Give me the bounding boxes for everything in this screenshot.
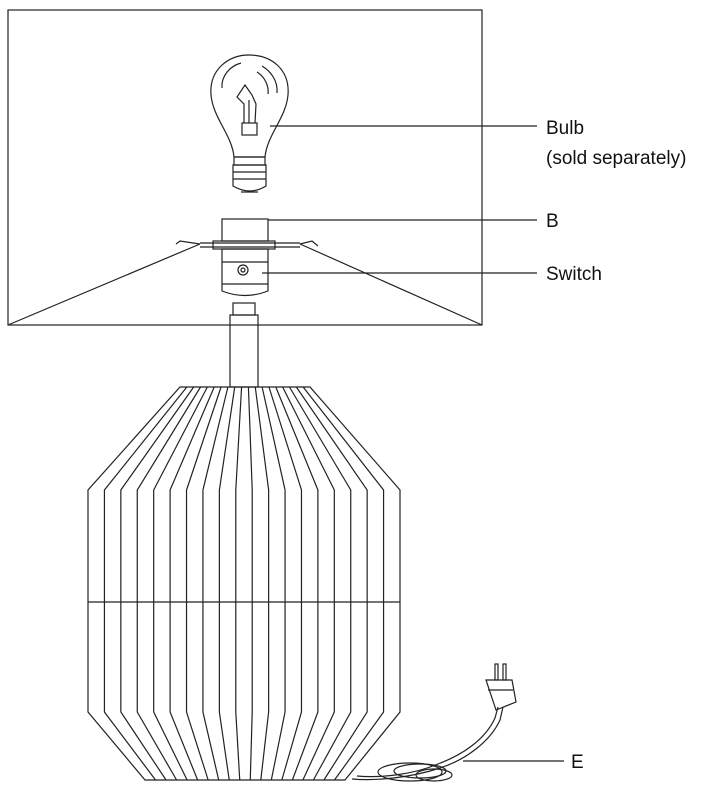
base-rib [282, 386, 335, 781]
base-rib [185, 386, 222, 781]
base-rib [288, 386, 352, 781]
lamp-shade [7, 9, 483, 326]
label-bulb-note: (sold separately) [546, 148, 687, 169]
label-e: E [571, 752, 584, 773]
socket-assembly [212, 218, 276, 297]
lamp-neck [229, 302, 259, 388]
base-rib [268, 386, 303, 781]
label-b: B [546, 211, 559, 232]
base-rib [235, 386, 243, 781]
base-rib [302, 386, 385, 781]
power-cord [351, 706, 504, 782]
base-rib [153, 386, 208, 781]
base-rib [247, 386, 253, 781]
base-rib [254, 386, 270, 781]
bulb-icon [210, 54, 289, 193]
base-rib [136, 386, 202, 781]
switch-knob-icon [237, 264, 249, 276]
base-rib [169, 386, 215, 781]
base-rib [218, 386, 236, 781]
base-rib [103, 386, 188, 781]
base-rib [275, 386, 319, 781]
label-switch: Switch [546, 264, 602, 285]
base-rib [120, 386, 195, 781]
leader-lines [262, 125, 564, 762]
lamp-base [87, 386, 401, 781]
base-rib [261, 386, 286, 781]
base-rib [202, 386, 229, 781]
plug-icon [485, 663, 517, 711]
label-bulb: Bulb [546, 118, 585, 139]
base-rib [295, 386, 368, 781]
